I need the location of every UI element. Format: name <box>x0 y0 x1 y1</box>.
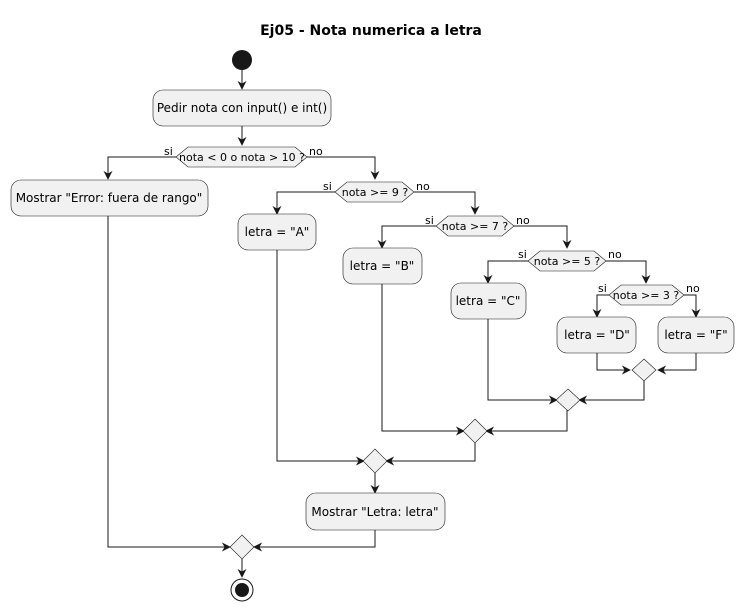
action-letra-d-label: letra = "D" <box>564 328 630 342</box>
merge-rango <box>229 534 255 560</box>
edge-ge5-si <box>483 260 528 284</box>
merge-ge5 <box>555 388 581 412</box>
decision-rango: nota < 0 o nota > 10 ? si no <box>164 145 323 168</box>
decision-ge5: nota >= 5 ? si no <box>518 248 622 272</box>
action-box <box>237 213 317 251</box>
decision-ge7-label: nota >= 7 ? <box>442 220 509 233</box>
edge-d-merge <box>596 352 631 375</box>
start-node <box>232 50 252 70</box>
action-letra-c: letra = "C" <box>450 282 527 320</box>
edge-b-merge <box>381 284 465 436</box>
action-letra-f-label: letra = "F" <box>664 328 727 342</box>
edge-f-merge <box>657 352 697 375</box>
end-node-ring <box>230 578 254 602</box>
edge-c-merge <box>487 318 558 405</box>
decision-shape <box>608 284 685 306</box>
decision-rango-label: nota < 0 o nota > 10 ? <box>179 151 305 164</box>
edge-ge3-no <box>684 294 701 318</box>
edge-merge-ge3-out <box>578 379 645 405</box>
action-box <box>305 492 446 531</box>
decision-shape <box>334 181 415 203</box>
action-letra-d: letra = "D" <box>556 316 637 354</box>
decision-ge3: nota >= 3 ? si no <box>598 282 700 306</box>
action-mostrar-label: Mostrar "Letra: letra" <box>311 505 438 519</box>
action-box <box>450 282 527 320</box>
edge-ge7-si <box>377 225 436 249</box>
action-box <box>556 316 637 354</box>
edge-merge-ge7-out <box>385 440 476 466</box>
branch-yes-label: si <box>164 145 173 158</box>
edges <box>103 70 701 578</box>
edge-merge-ge5-out <box>485 409 568 436</box>
branch-yes-label: si <box>598 282 607 295</box>
action-error: Mostrar "Error: fuera de rango" <box>10 179 209 217</box>
edge-ge3-si <box>592 294 609 318</box>
action-box <box>10 179 209 217</box>
decision-ge5-label: nota >= 5 ? <box>534 255 601 268</box>
action-box <box>152 89 332 127</box>
branch-yes-label: si <box>323 180 332 193</box>
branch-no-label: no <box>309 145 323 158</box>
branch-no-label: no <box>416 180 430 193</box>
decision-ge9-label: nota >= 9 ? <box>342 186 409 199</box>
edge-error-final <box>107 216 231 552</box>
action-letra-c-label: letra = "C" <box>456 294 521 308</box>
branch-yes-label: si <box>425 214 434 227</box>
branch-no-label: no <box>516 214 530 227</box>
action-letra-b-label: letra = "B" <box>350 259 415 273</box>
action-error-label: Mostrar "Error: fuera de rango" <box>16 191 203 205</box>
action-letra-b: letra = "B" <box>342 247 423 285</box>
action-input: Pedir nota con input() e int() <box>152 89 332 127</box>
merge-ge9 <box>362 448 388 474</box>
decision-ge7: nota >= 7 ? si no <box>425 214 530 237</box>
merge-ge7 <box>462 418 488 444</box>
action-mostrar: Mostrar "Letra: letra" <box>305 492 446 531</box>
end-node <box>230 578 254 602</box>
edge-ge9-no <box>414 191 480 215</box>
action-box <box>657 316 735 354</box>
decision-shape <box>175 146 308 168</box>
edge-rango-no <box>307 156 380 180</box>
decision-shape <box>527 250 607 272</box>
edge-ge5-no <box>606 260 651 284</box>
branch-no-label: no <box>608 248 622 261</box>
branch-yes-label: si <box>518 248 527 261</box>
edge-mostrar-final <box>253 530 376 552</box>
decision-shape <box>435 215 515 237</box>
diagram-title: Ej05 - Nota numerica a letra <box>260 23 482 39</box>
action-letra-a-label: letra = "A" <box>245 225 310 239</box>
edge-ge9-si <box>272 191 335 215</box>
edge-rango-si <box>103 156 176 180</box>
action-box <box>342 247 423 285</box>
branch-no-label: no <box>686 282 700 295</box>
decision-ge9: nota >= 9 ? si no <box>323 180 430 203</box>
merge-ge3 <box>631 358 657 382</box>
action-letra-a: letra = "A" <box>237 213 317 251</box>
end-node-dot <box>235 583 249 597</box>
edge-ge7-no <box>514 225 572 249</box>
action-letra-f: letra = "F" <box>657 316 735 354</box>
decision-ge3-label: nota >= 3 ? <box>613 289 680 302</box>
action-input-label: Pedir nota con input() e int() <box>157 101 327 115</box>
edge-a-merge <box>276 250 365 466</box>
